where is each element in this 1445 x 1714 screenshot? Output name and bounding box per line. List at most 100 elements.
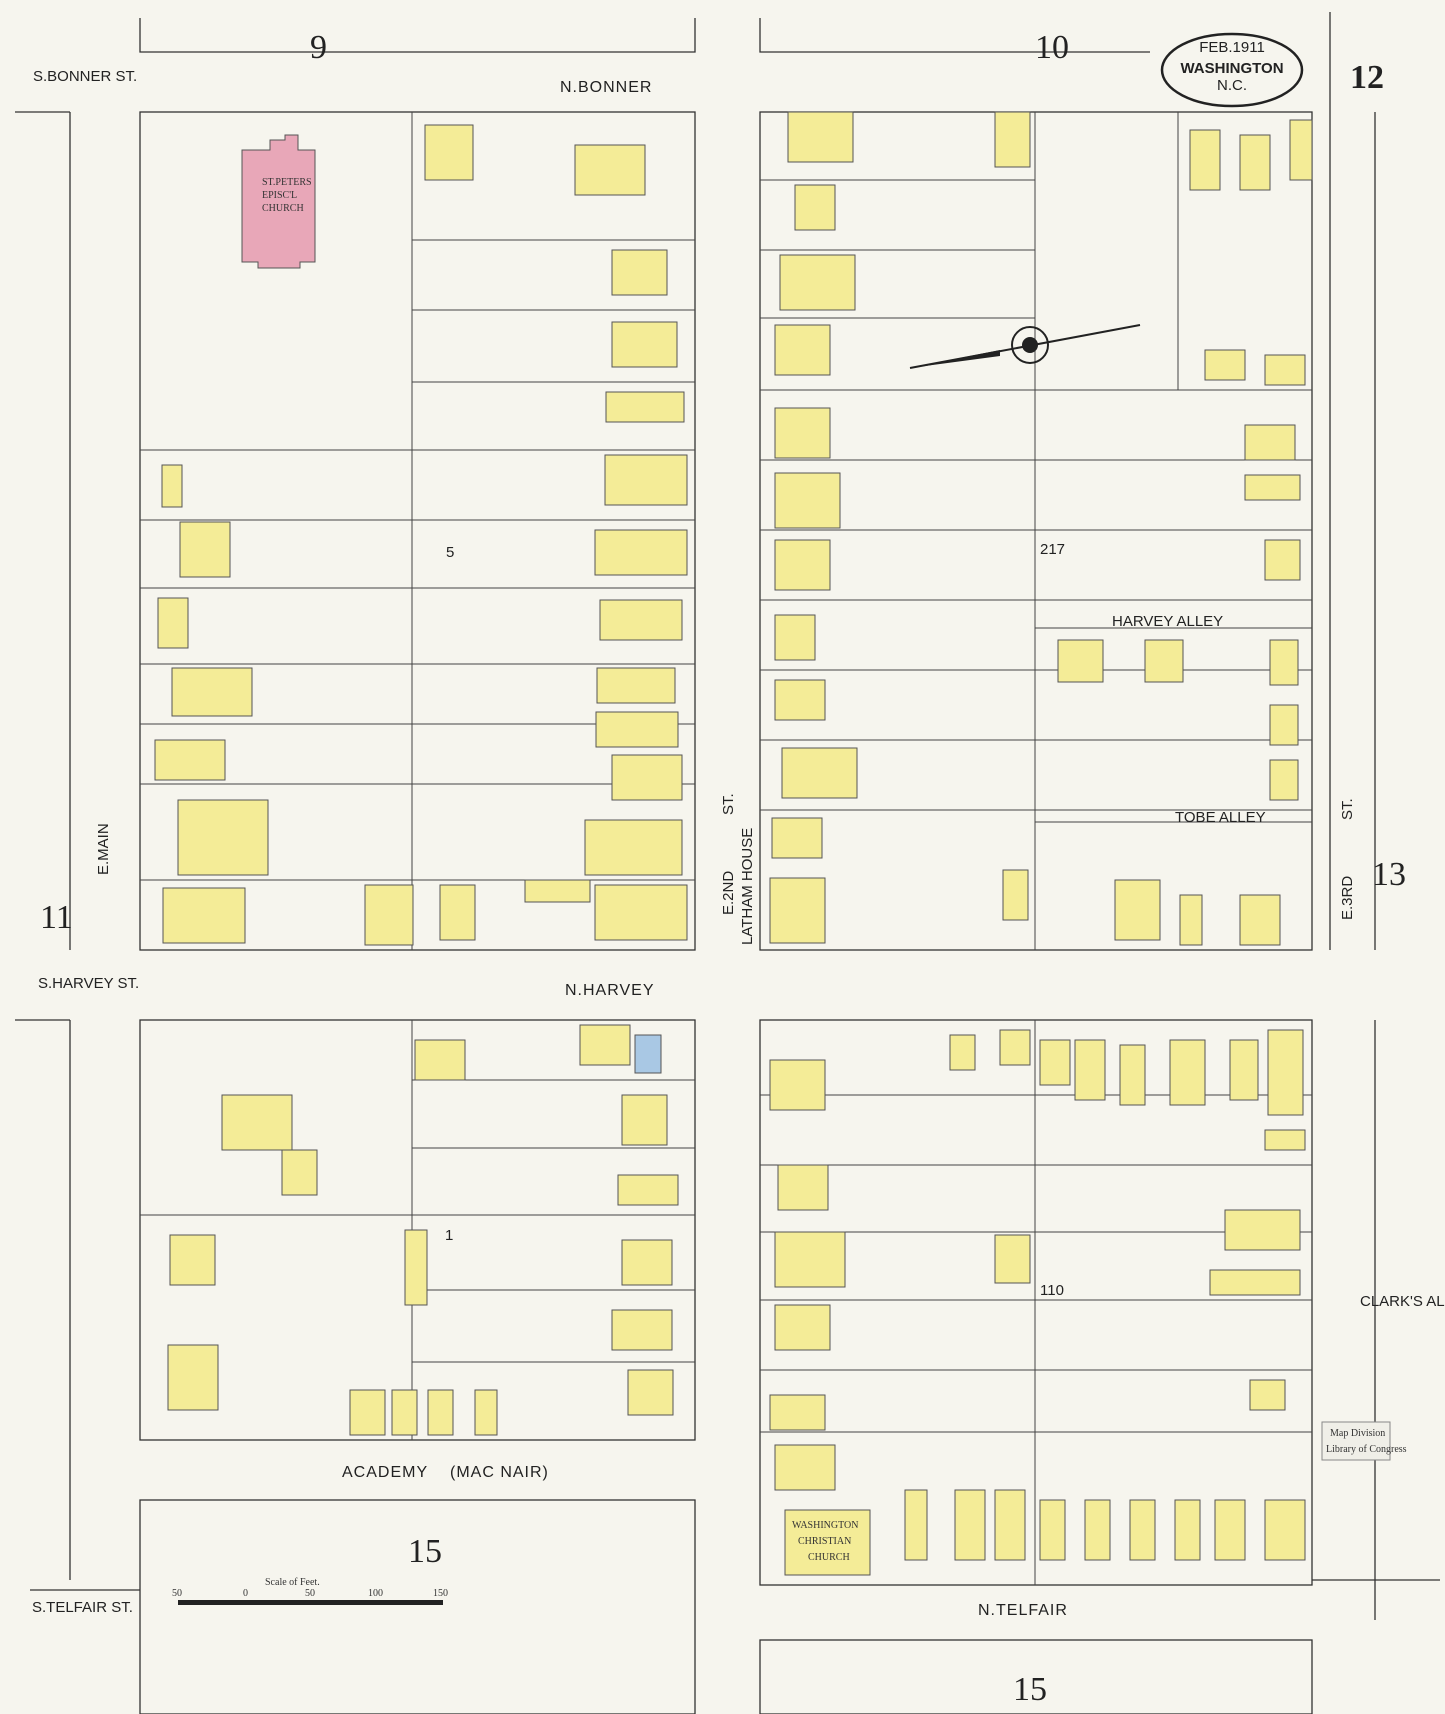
dwelling bbox=[611, 249, 668, 296]
dwelling bbox=[364, 884, 414, 946]
scale-tick-50l: 50 bbox=[172, 1588, 182, 1599]
dwelling bbox=[1239, 134, 1271, 191]
dwelling bbox=[414, 1039, 466, 1081]
dwelling bbox=[794, 184, 836, 231]
dwelling bbox=[177, 799, 269, 876]
dwelling bbox=[1269, 759, 1299, 801]
dwelling bbox=[949, 1034, 976, 1071]
dwelling bbox=[599, 599, 683, 641]
dwelling bbox=[281, 1149, 318, 1196]
dwelling bbox=[605, 391, 685, 423]
dwelling bbox=[774, 614, 816, 661]
dwelling bbox=[574, 144, 646, 196]
street-st-label-3rd: ST. bbox=[1339, 798, 1356, 820]
dwelling bbox=[169, 1234, 216, 1286]
dwelling bbox=[1264, 539, 1301, 581]
dwelling bbox=[611, 1309, 673, 1351]
dwelling bbox=[994, 1489, 1026, 1561]
street-s-telfair: S.TELFAIR ST. bbox=[32, 1599, 133, 1616]
dwelling bbox=[1229, 1039, 1259, 1101]
dwelling bbox=[349, 1389, 386, 1436]
street-e-3rd: E.3RD bbox=[1339, 876, 1356, 920]
street-n-bonner: N.BONNER bbox=[560, 79, 652, 96]
christian-church: WASHINGTON CHRISTIAN CHURCH bbox=[784, 1509, 871, 1576]
latham-house: LATHAM HOUSE bbox=[739, 828, 756, 945]
title-cartouche: FEB.1911 WASHINGTON N.C. 12 bbox=[1160, 32, 1384, 108]
dwelling bbox=[1039, 1039, 1071, 1086]
dwelling bbox=[179, 521, 231, 578]
dwelling bbox=[424, 124, 474, 181]
dwelling bbox=[1189, 129, 1221, 191]
dwelling bbox=[157, 597, 189, 649]
dwelling bbox=[769, 1059, 826, 1111]
dwelling bbox=[595, 711, 679, 748]
block-number-5: 5 bbox=[446, 544, 454, 561]
north-arrow-icon bbox=[909, 324, 1141, 369]
dwellings bbox=[154, 111, 1313, 1561]
dwelling bbox=[404, 1229, 428, 1306]
dwelling bbox=[1144, 639, 1184, 683]
library-stamp: Map Division Library of Congress bbox=[1321, 1421, 1407, 1461]
scale-bar: Scale of Feet. 50 0 50 100 150 bbox=[172, 1577, 448, 1605]
stamp-line1: Map Division bbox=[1330, 1428, 1385, 1439]
dwelling bbox=[771, 817, 823, 859]
dwelling bbox=[779, 254, 856, 311]
map-city: WASHINGTON bbox=[1180, 60, 1283, 77]
dwelling bbox=[611, 754, 683, 801]
map-state: N.C. bbox=[1217, 77, 1247, 94]
christian-church-line3: CHURCH bbox=[808, 1552, 850, 1563]
dwelling bbox=[774, 407, 831, 459]
dwelling bbox=[474, 1389, 498, 1436]
dwelling bbox=[594, 529, 688, 576]
dwelling bbox=[777, 1164, 829, 1211]
stamp-line2: Library of Congress bbox=[1326, 1444, 1407, 1455]
dwelling bbox=[1244, 424, 1296, 461]
dwelling bbox=[1057, 639, 1104, 683]
dwelling bbox=[584, 819, 683, 876]
dwelling bbox=[774, 1304, 831, 1351]
street-s-harvey: S.HARVEY ST. bbox=[38, 975, 139, 992]
dwelling bbox=[774, 539, 831, 591]
church-label-line2: EPISC'L bbox=[262, 190, 297, 201]
dwelling bbox=[1267, 1029, 1304, 1116]
dwelling bbox=[596, 667, 676, 704]
street-st-label: ST. bbox=[720, 793, 737, 815]
dwelling bbox=[439, 884, 476, 941]
dwelling bbox=[611, 321, 678, 368]
scale-tick-50: 50 bbox=[305, 1588, 315, 1599]
dwelling bbox=[427, 1389, 454, 1436]
dwelling bbox=[162, 887, 246, 944]
dwelling bbox=[954, 1489, 986, 1561]
block-outlines bbox=[15, 12, 1440, 1714]
dwelling bbox=[1264, 1129, 1306, 1151]
dwelling bbox=[774, 1444, 836, 1491]
church-label-line1: ST.PETERS bbox=[262, 177, 312, 188]
dwelling bbox=[1269, 639, 1299, 686]
lot-lines bbox=[140, 112, 1312, 1585]
adjacent-sheet-9: 9 bbox=[310, 29, 327, 66]
dwelling bbox=[1169, 1039, 1206, 1106]
adjacent-sheet-13: 13 bbox=[1372, 856, 1406, 893]
scale-tick-100: 100 bbox=[368, 1588, 383, 1599]
christian-church-line2: CHRISTIAN bbox=[798, 1536, 851, 1547]
scale-tick-0: 0 bbox=[243, 1588, 248, 1599]
scale-tick-150: 150 bbox=[433, 1588, 448, 1599]
adjacent-sheet-15-right: 15 bbox=[1013, 1671, 1047, 1708]
dwelling bbox=[627, 1369, 674, 1416]
map-date: FEB.1911 bbox=[1199, 39, 1265, 56]
dwelling bbox=[1264, 1499, 1306, 1561]
dwelling bbox=[774, 472, 841, 529]
dwelling bbox=[999, 1029, 1031, 1066]
dwelling bbox=[221, 1094, 293, 1151]
dwelling bbox=[1039, 1499, 1066, 1561]
tobe-alley: TOBE ALLEY bbox=[1175, 809, 1266, 826]
street-academy: ACADEMY bbox=[342, 1464, 428, 1481]
stone-building bbox=[634, 1034, 662, 1074]
clarks-alley: CLARK'S ALLEY bbox=[1360, 1293, 1445, 1310]
dwelling bbox=[781, 747, 858, 799]
dwelling bbox=[617, 1174, 679, 1206]
adjacent-sheet-11: 11 bbox=[40, 899, 73, 936]
street-n-telfair: N.TELFAIR bbox=[978, 1602, 1068, 1619]
dwelling bbox=[1119, 1044, 1146, 1106]
